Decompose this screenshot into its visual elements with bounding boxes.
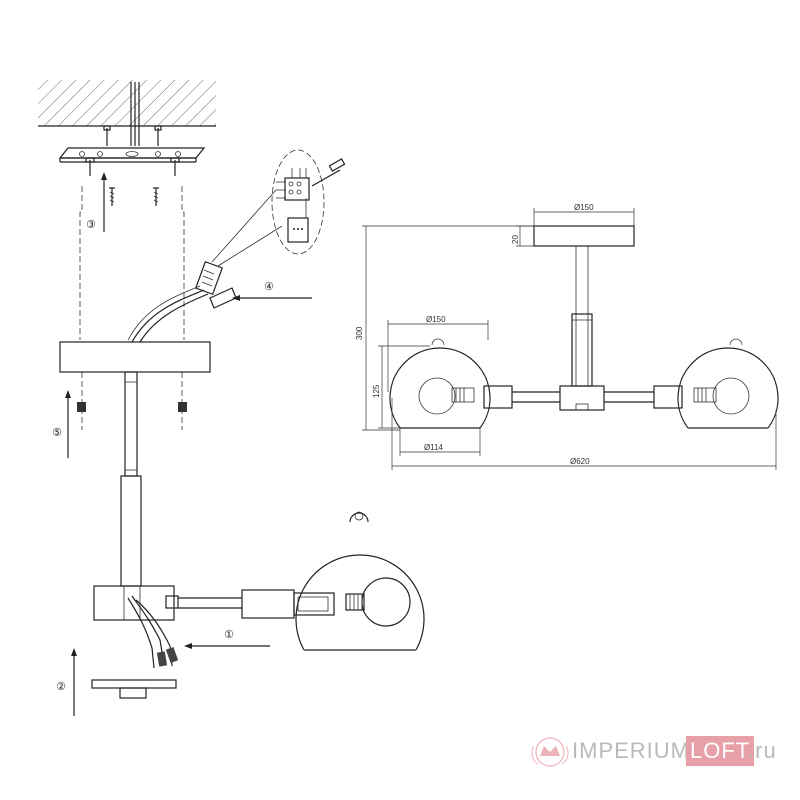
dim-canopy-diameter: Ø150 [574, 203, 594, 212]
step-1-label: ① [224, 628, 234, 641]
arm [178, 589, 335, 619]
watermark-ru: .ru [748, 738, 777, 763]
hub-wires [127, 595, 179, 669]
dim-canopy [533, 225, 635, 387]
light-bulb [345, 577, 411, 627]
stem [120, 371, 142, 587]
dim-total-width: Ø620 [570, 457, 590, 466]
center-hub [93, 585, 179, 621]
step-3-label: ③ [86, 218, 96, 231]
canopy [59, 341, 211, 373]
ceiling [38, 80, 216, 127]
step-1-arrow [184, 643, 270, 649]
dim-total-height: 300 [355, 326, 364, 340]
step-2-label: ② [56, 680, 66, 693]
canopy-nuts [77, 402, 187, 412]
dim-shade-left [389, 338, 491, 429]
step-5-label: ⑤ [52, 426, 62, 439]
ceiling-wires [130, 82, 140, 146]
step-4-label: ④ [264, 280, 274, 293]
lamp-shade [295, 511, 425, 651]
step-5-arrow [65, 390, 71, 458]
dimension-lines [362, 208, 777, 470]
ceiling-screws [85, 125, 180, 206]
step-2-arrow [71, 648, 77, 716]
terminal-detail [271, 149, 346, 255]
dim-shade-diameter: Ø150 [426, 315, 446, 324]
step-3-arrow [101, 172, 107, 232]
dim-shade-right [677, 338, 779, 429]
wire-connector [127, 189, 283, 343]
dim-canopy-height: 20 [511, 235, 520, 244]
dim-hub-arms [483, 385, 683, 411]
watermark-loft: LOFT [686, 736, 755, 766]
dim-shade-height: 125 [372, 384, 381, 398]
step-4-arrow [232, 295, 312, 301]
mounting-plate [58, 147, 206, 163]
watermark-emblem [531, 737, 569, 767]
dim-shade-opening: Ø114 [424, 443, 444, 452]
bottom-cap [91, 679, 177, 699]
guide-lines [79, 186, 185, 430]
watermark-imperium: IMPERIUM [572, 738, 690, 763]
